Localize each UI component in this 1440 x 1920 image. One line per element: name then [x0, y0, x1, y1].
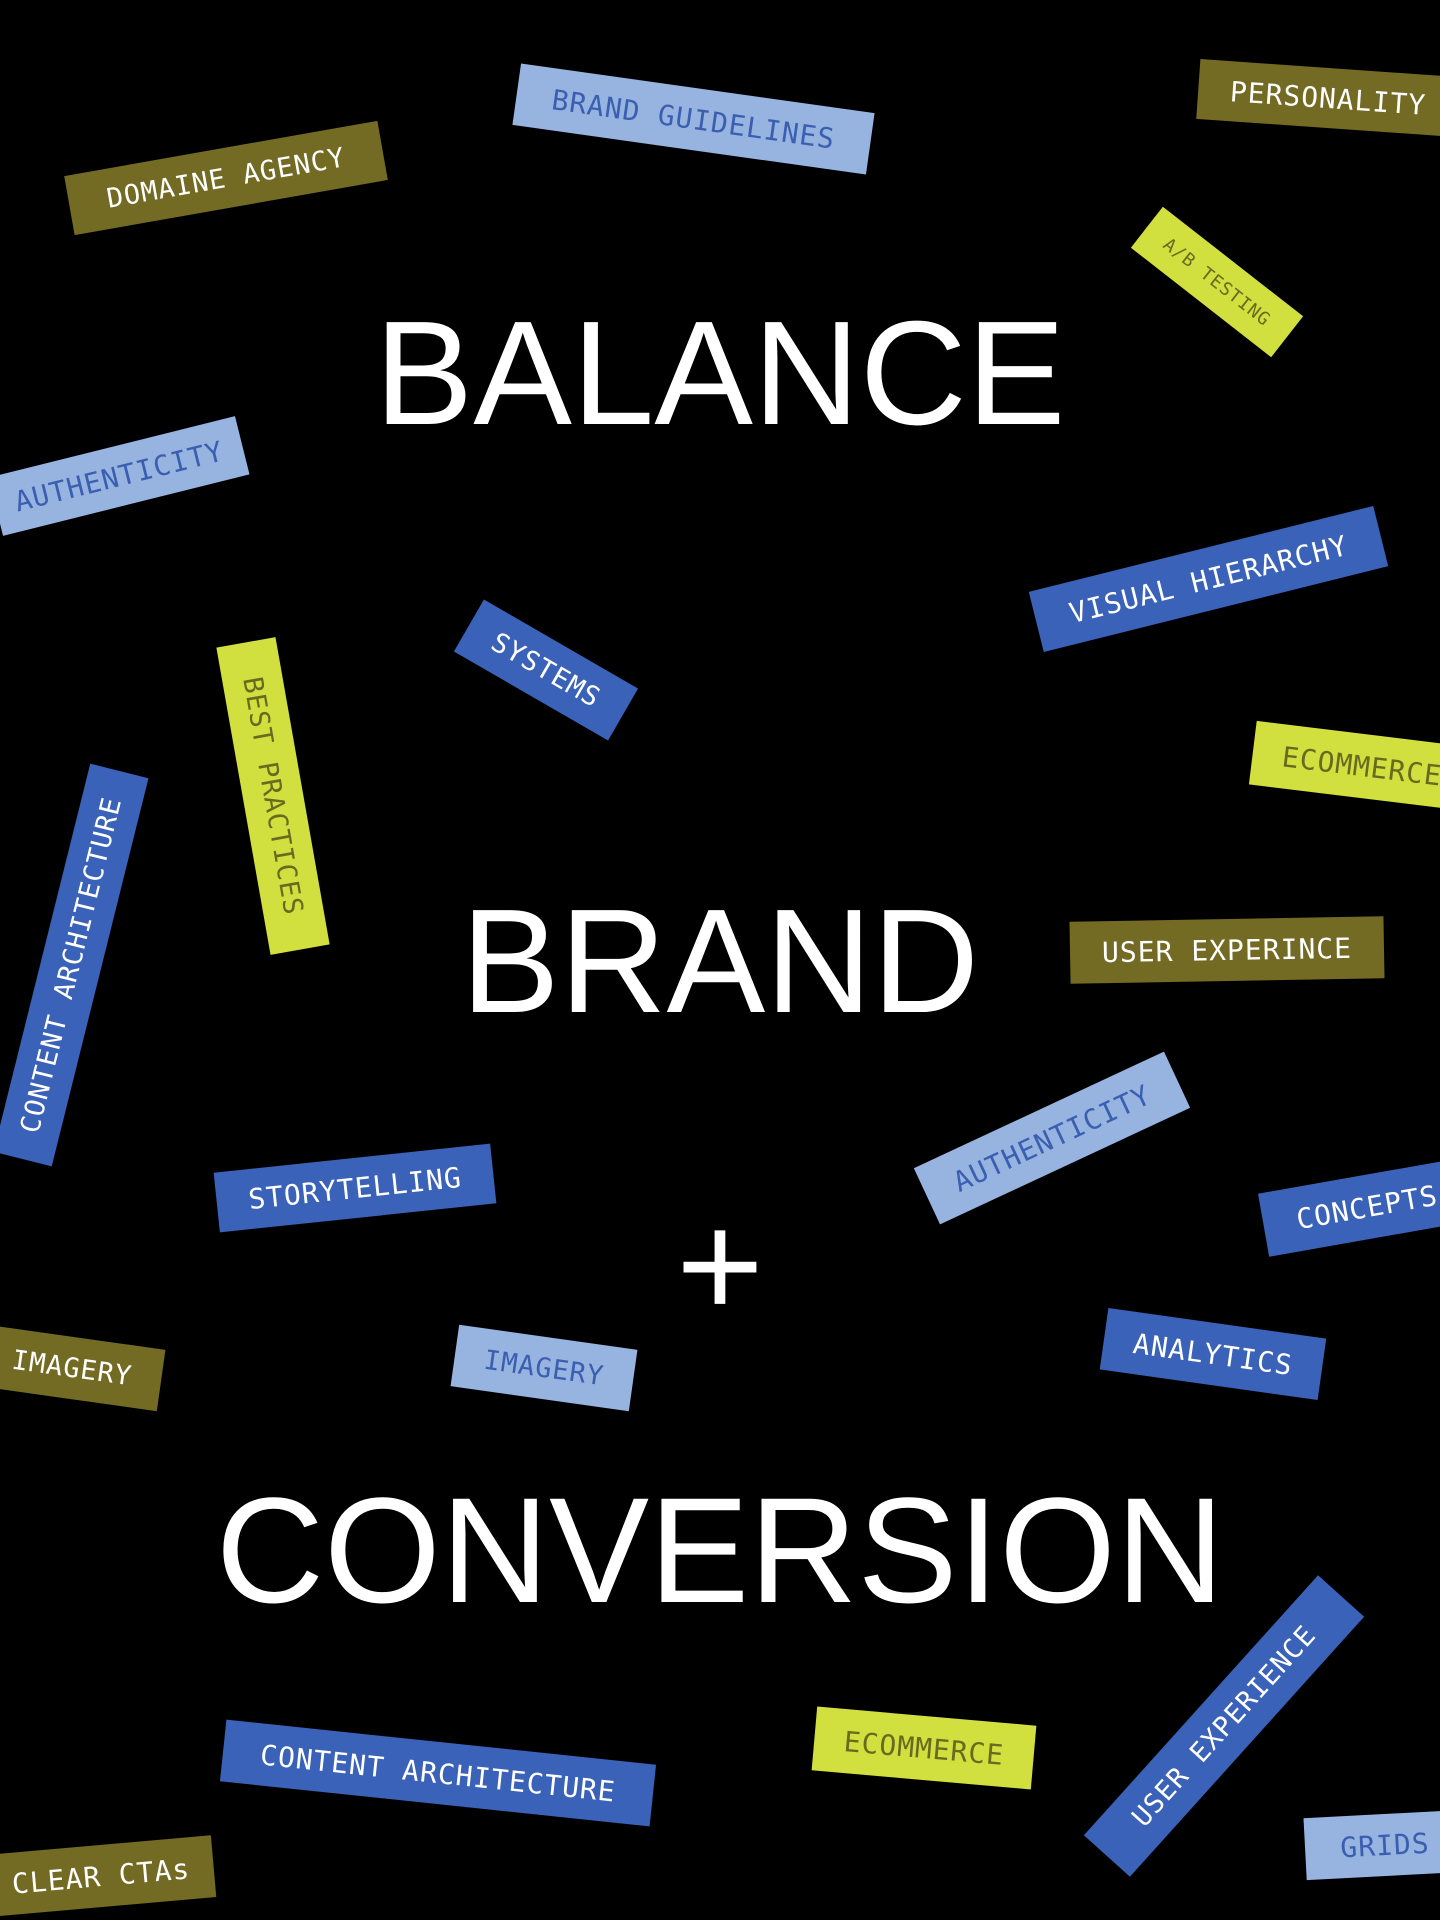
tag-ecommerce-bottom: ECOMMERCE — [811, 1706, 1037, 1790]
tag-systems: SYSTEMS — [453, 599, 639, 741]
tag-ecommerce-right: ECOMMERCE — [1248, 720, 1440, 812]
tag-content-architecture-bottom: CONTENT ARCHITECTURE — [219, 1719, 657, 1827]
headline-brand: BRAND — [460, 879, 980, 1044]
tag-visual-hierarchy: VISUAL HIERARCHY — [1028, 505, 1389, 653]
tag-user-experince: USER EXPERINCE — [1069, 916, 1385, 984]
headline-conversion: CONVERSION — [215, 1466, 1225, 1634]
headline-plus: + — [676, 1181, 764, 1349]
tag-brand-guidelines: BRAND GUIDELINES — [512, 63, 875, 175]
tag-personality: PERSONALITY — [1196, 59, 1440, 137]
tag-grids: GRIDS — [1303, 1809, 1440, 1881]
tag-domaine-agency: DOMAINE AGENCY — [64, 120, 388, 236]
tag-clear-ctas: CLEAR CTAs — [0, 1835, 217, 1917]
headline-balance: BALANCE — [374, 291, 1066, 456]
